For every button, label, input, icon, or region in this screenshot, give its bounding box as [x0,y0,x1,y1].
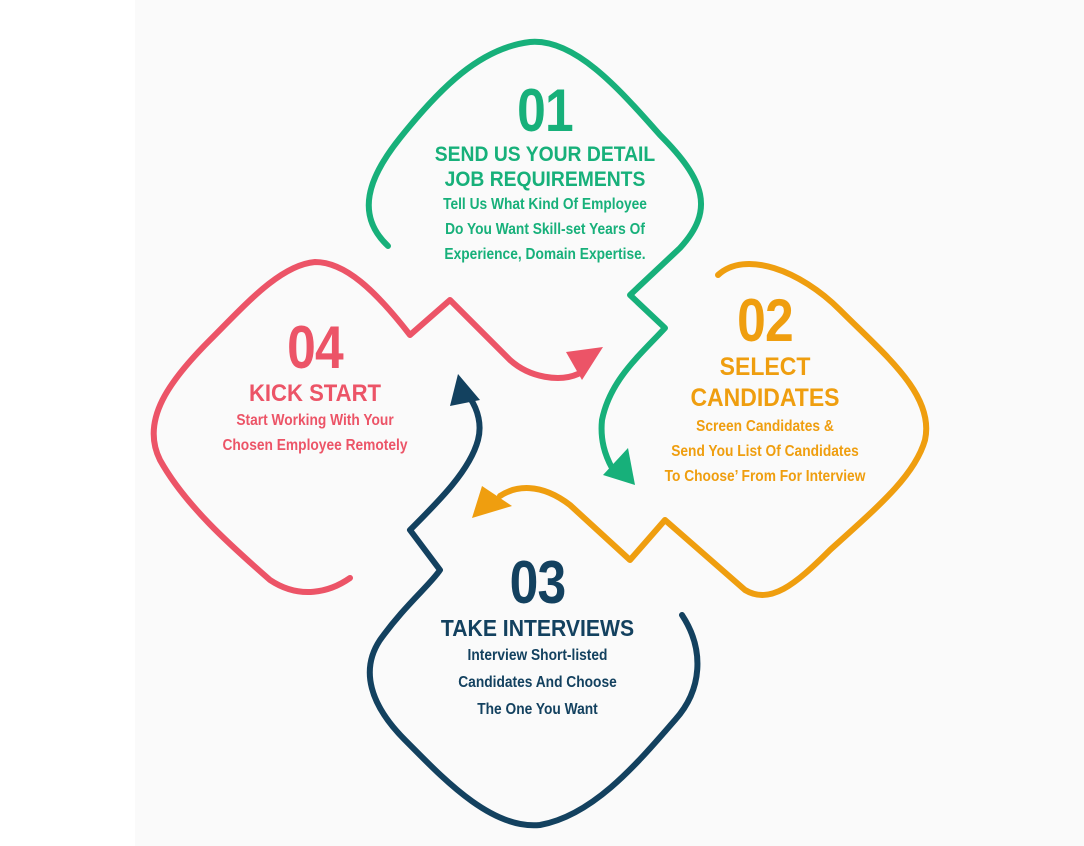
step-3: 03 TAKE INTERVIEWS Interview Short-liste… [390,552,685,723]
step-3-description-line-3: The One You Want [477,701,598,718]
step-1-description-line-3: Experience, Domain Expertise. [444,246,646,263]
step-1-number: 01 [517,77,574,144]
step2-loop [497,260,930,598]
step-2-description-line-1: Screen Candidates & [696,418,834,435]
step3-arrowhead [450,374,480,406]
step-3-description-line-1: Interview Short-listed [467,647,608,664]
step-1-heading-line-2: JOB REQUIREMENTS [444,168,646,191]
step-4: 04 KICK START Start Working With Your Ch… [170,317,460,458]
step-2-heading-line-2: CANDIDATES [690,384,840,412]
step-4-description-line-1: Start Working With Your [236,412,394,429]
step-2: 02 SELECT CANDIDATES Screen Candidates &… [620,290,910,489]
step4-loop [150,259,581,595]
step-2-number: 02 [737,287,794,354]
step3-loop [366,395,701,829]
step-3-number: 03 [509,549,567,616]
step2-arrowhead [472,486,512,518]
step-1: 01 SEND US YOUR DETAIL JOB REQUIREMENTS … [380,80,710,267]
step-4-description-line-2: Chosen Employee Remotely [222,437,408,454]
step-2-heading-line-1: SELECT [719,353,811,381]
step-1-description-line-2: Do You Want Skill-set Years Of [445,221,645,238]
step1-loop [365,38,704,471]
step-3-description-line-2: Candidates And Choose [458,674,617,691]
step-1-heading-line-1: SEND US YOUR DETAIL [434,143,656,166]
step4-arrowhead [566,347,603,380]
step-2-description-line-2: Send You List Of Candidates [671,443,859,460]
step-4-number: 04 [287,314,344,381]
step-3-heading: TAKE INTERVIEWS [440,615,635,641]
step-2-description-line-3: To Choose’ From For Interview [664,468,866,485]
step-4-heading: KICK START [248,380,382,407]
step-1-description-line-1: Tell Us What Kind Of Employee [443,196,647,213]
step1-arrowhead [603,448,635,485]
